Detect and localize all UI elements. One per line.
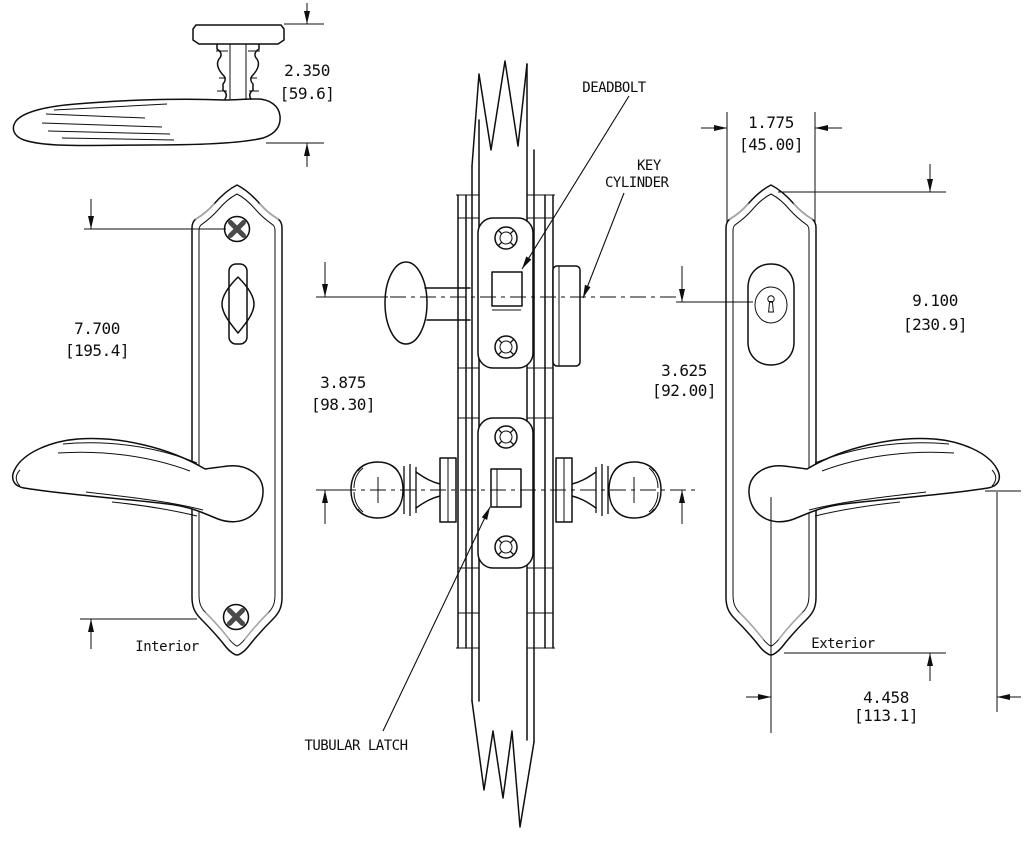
dim-plate-height-mm: [230.9] — [903, 315, 967, 334]
interior-escutcheon — [11, 184, 283, 656]
dim-screw-spacing: 7.700 [195.4] — [65, 199, 226, 649]
case-screw-2 — [494, 335, 518, 359]
dim-lever-reach: 4.458 [113.1] — [746, 492, 1021, 733]
deadbolt-label: DEADBOLT — [582, 80, 647, 96]
interior-top-screw — [225, 217, 250, 242]
key-cylinder-side — [552, 265, 581, 367]
dim-plate-width-mm: [45.00] — [739, 135, 803, 154]
dim-plate-width-in: 1.775 — [748, 113, 794, 132]
mortise-lock-body — [456, 194, 555, 649]
dim-hub-spacing: 3.875 [98.30] — [311, 262, 375, 524]
case-screw-4 — [494, 535, 518, 559]
dim-handle-mm: [59.6] — [280, 84, 335, 103]
lock-case-sides — [457, 194, 554, 649]
dim-handle-in: 2.350 — [284, 61, 330, 80]
dim-screw-spacing-mm: [195.4] — [65, 341, 129, 360]
exterior-escutcheon — [725, 184, 1001, 656]
callout-key-cylinder: KEY CYLINDER — [582, 158, 670, 299]
callout-deadbolt: DEADBOLT — [521, 80, 647, 270]
tubular-latch-square — [490, 468, 522, 508]
door-break-top — [471, 60, 528, 167]
side-view-lever — [12, 24, 285, 147]
interior-plate-outline — [191, 184, 283, 656]
dim-lever-reach-in: 4.458 — [863, 688, 909, 707]
door-break-bottom — [471, 700, 535, 828]
interior-bottom-screw — [224, 605, 249, 630]
dim-cyl-to-lever-in: 3.625 — [661, 361, 707, 380]
dim-plate-height-in: 9.100 — [912, 291, 958, 310]
dim-handle-projection: 2.350 [59.6] — [266, 3, 335, 167]
interior-label: Interior — [135, 639, 199, 655]
lever-flutes-side — [41, 103, 175, 141]
case-screw-1 — [494, 226, 518, 250]
dim-cyl-to-lever: 3.625 [92.00] — [652, 266, 716, 524]
dim-lever-reach-mm: [113.1] — [854, 706, 918, 725]
thumbturn-knob-side — [384, 261, 471, 345]
dim-hub-spacing-in: 3.875 — [320, 373, 366, 392]
dim-cyl-to-lever-mm: [92.00] — [652, 381, 716, 400]
dim-plate-height: 9.100 [230.9] — [778, 164, 967, 681]
keyhole-icon — [767, 295, 775, 313]
case-screw-3 — [494, 425, 518, 449]
thumbturn-front — [221, 263, 255, 345]
centerlines — [316, 296, 1021, 492]
rose-plate-side — [192, 24, 285, 45]
deadbolt-square — [491, 271, 523, 311]
dim-hub-spacing-mm: [98.30] — [311, 395, 375, 414]
lever-body-side — [12, 98, 281, 147]
key-cylinder-face — [754, 286, 788, 324]
lever-neck-side — [216, 43, 260, 100]
tubular-latch-label: TUBULAR LATCH — [304, 738, 407, 754]
cylinder-label: CYLINDER — [605, 175, 670, 191]
dim-screw-spacing-in: 7.700 — [74, 319, 120, 338]
keyhole-escutcheon — [747, 263, 795, 366]
callout-tubular-latch: TUBULAR LATCH — [304, 506, 491, 754]
exterior-label: Exterior — [811, 636, 875, 652]
lock-case-caps — [456, 194, 555, 649]
lock-case-ticks — [458, 217, 553, 614]
dim-plate-width: 1.775 [45.00] — [701, 112, 842, 222]
key-label: KEY — [637, 158, 662, 174]
